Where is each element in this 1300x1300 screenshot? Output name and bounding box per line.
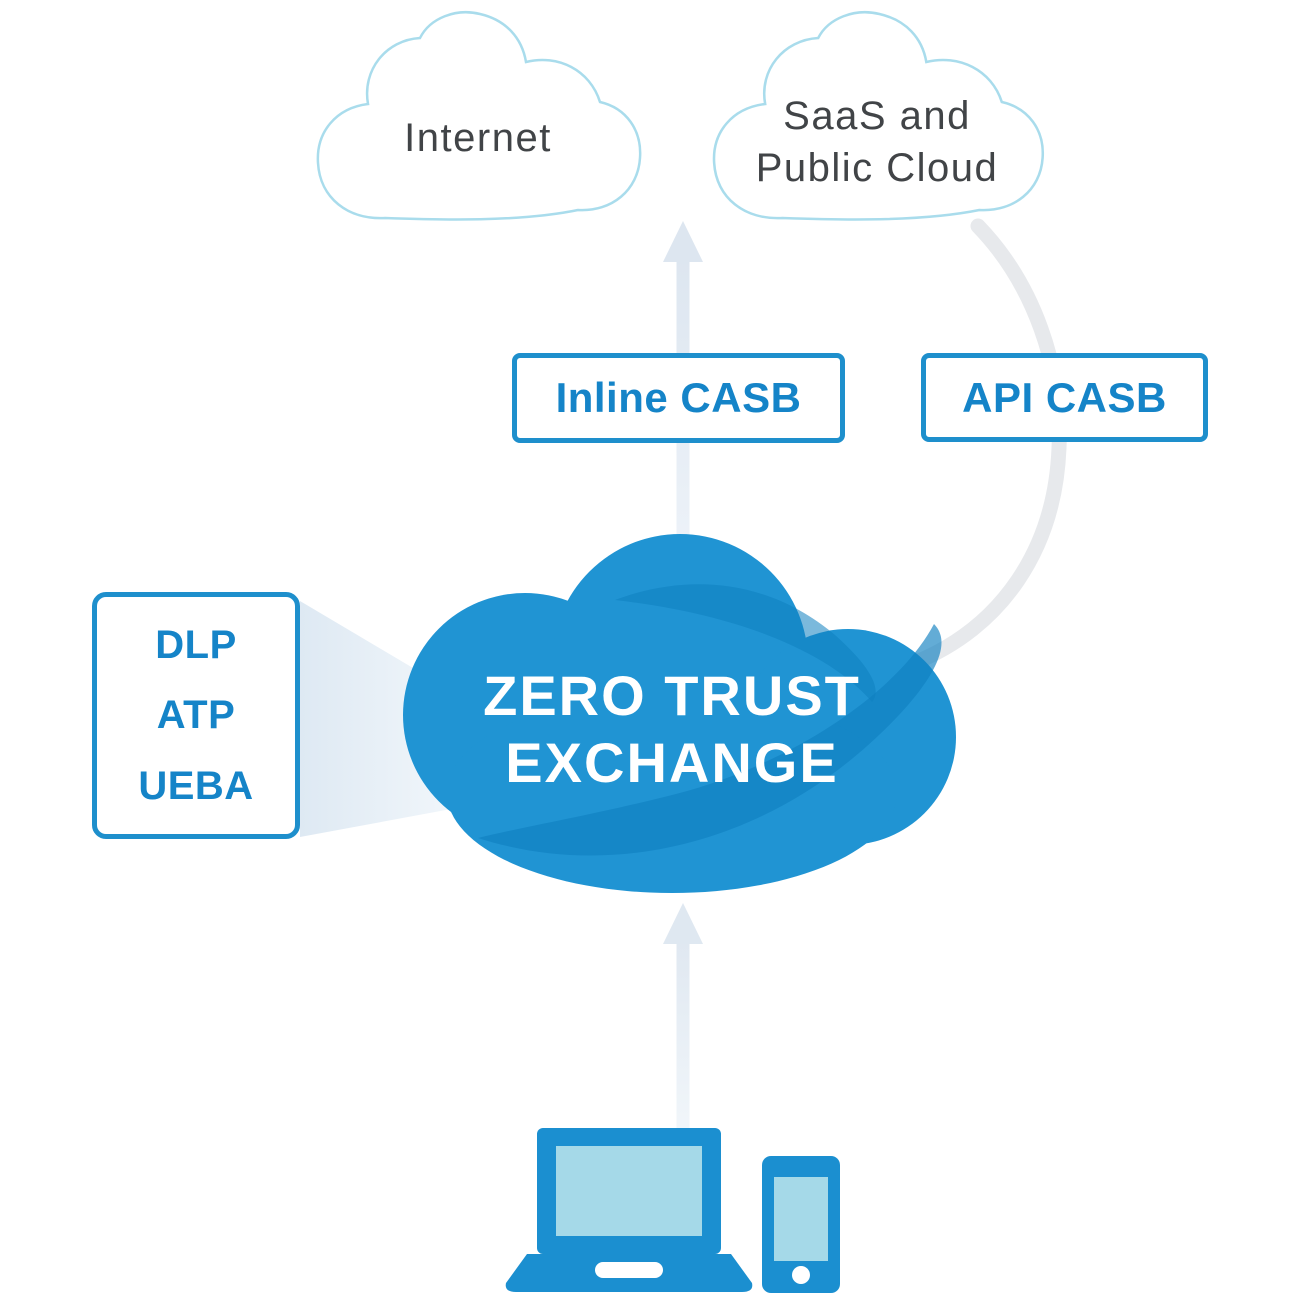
service-label-ueba: UEBA: [138, 763, 254, 808]
api-casb-box: API CASB: [921, 353, 1208, 442]
api-casb-label: API CASB: [962, 373, 1167, 421]
saas-cloud-label: SaaS and Public Cloud: [727, 90, 1027, 194]
inline-casb-label: Inline CASB: [555, 374, 802, 421]
exchange-label-line2: EXCHANGE: [505, 731, 839, 795]
services-box: DLP ATP UEBA: [92, 592, 300, 839]
saas-label-line1: SaaS and: [783, 94, 971, 138]
internet-cloud-label: Internet: [404, 116, 552, 160]
saas-connection-arc: [906, 218, 1067, 671]
swoosh-accent: [615, 584, 876, 702]
service-label-atp: ATP: [156, 693, 236, 737]
exchange-label-line1: ZERO TRUST: [483, 664, 861, 727]
inline-casb-box: Inline CASB: [512, 353, 845, 443]
laptop-icon: [505, 1128, 753, 1292]
service-label-dlp: DLP: [155, 622, 237, 667]
smartphone-icon: [762, 1156, 840, 1293]
zero-trust-exchange-label: ZERO TRUST EXCHANGE: [422, 662, 922, 796]
internet-cloud: [316, 11, 642, 221]
swoosh-main: [478, 624, 942, 856]
saas-label-line2: Public Cloud: [755, 146, 999, 190]
saas-cloud: [712, 11, 1044, 221]
zero-trust-exchange-cloud: [403, 534, 956, 893]
up-arrow-icon: [663, 903, 703, 1130]
